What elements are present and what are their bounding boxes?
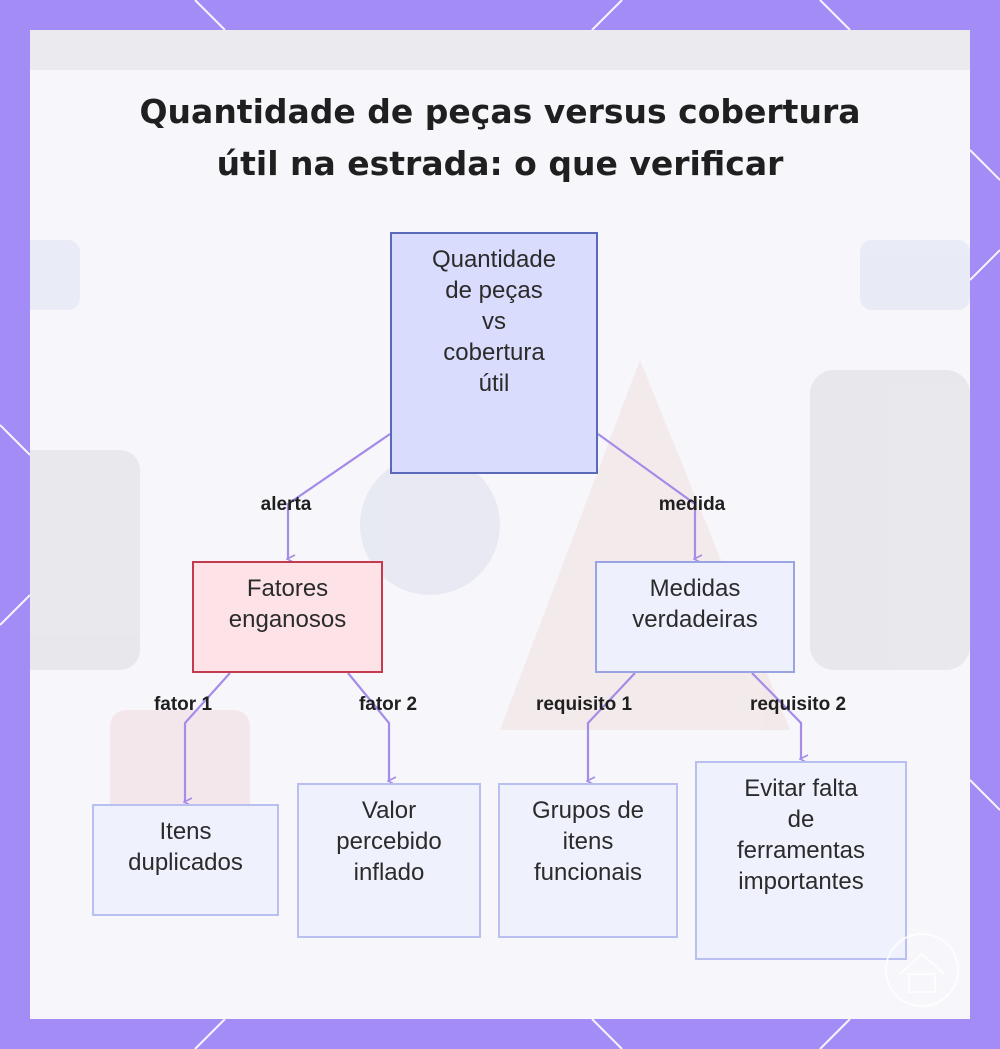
node-root: Quantidade de peças vs cobertura útil [390,232,598,474]
diagram-connectors [30,433,970,1019]
edge-req2 [751,672,801,759]
title-line-2: útil na estrada: o que verificar [216,144,784,183]
house-logo-icon [885,933,959,1007]
node-inflated-value-label: Valor percebido inflado [336,797,442,886]
edge-req1 [588,672,636,781]
node-true-measures: Medidas verdadeiras [595,561,795,673]
node-misleading-factors-label: Fatores enganosos [228,575,347,633]
edge-factor1 [185,672,231,802]
node-avoid-missing-tools: Evitar falta de ferramentas importantes [695,761,907,960]
node-inflated-value: Valor percebido inflado [297,783,481,938]
page-title: Quantidade de peças versus cobertura úti… [30,86,970,190]
edge-label-req1: requisito 1 [535,694,633,715]
node-avoid-missing-tools-label: Evitar falta de ferramentas importantes [736,775,866,895]
edge-label-req2: requisito 2 [749,694,847,715]
edge-factor2 [347,672,389,781]
title-line-1: Quantidade de peças versus cobertura [139,92,861,131]
node-true-measures-label: Medidas verdadeiras [632,575,758,633]
edge-label-factor2: fator 2 [358,694,418,715]
node-duplicated-items-label: Itens duplicados [128,818,243,876]
content-panel: Quantidade de peças versus cobertura úti… [30,30,970,1019]
node-functional-groups: Grupos de itens funcionais [498,783,678,938]
edge-label-measure: medida [658,494,726,515]
edge-measure [597,433,695,559]
edge-label-alert: alerta [260,494,312,515]
edge-alert [288,433,391,559]
node-misleading-factors: Fatores enganosos [192,561,383,673]
node-duplicated-items: Itens duplicados [92,804,279,916]
node-root-label: Quantidade de peças vs cobertura útil [431,246,557,397]
edge-label-factor1: fator 1 [153,694,213,715]
node-functional-groups-label: Grupos de itens funcionais [531,797,645,886]
